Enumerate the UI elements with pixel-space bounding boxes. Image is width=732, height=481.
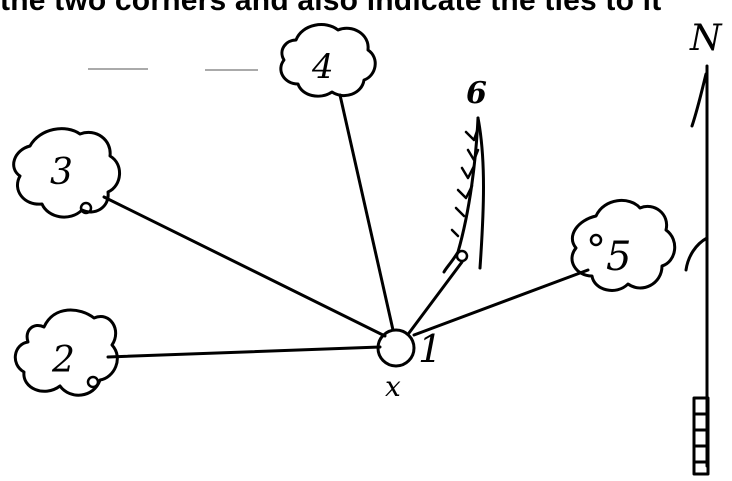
station-mark: x	[385, 370, 401, 403]
tree-2-icon: 2	[13, 308, 119, 397]
label-6: 6	[466, 76, 487, 111]
tree-3-icon: 3	[12, 127, 121, 219]
station-1-icon: 1 x	[376, 327, 442, 403]
label-2: 2	[51, 340, 75, 381]
tie-line-4	[338, 93, 395, 332]
tie-lines	[102, 93, 590, 359]
caption-text: the two corners and also indicate the ti…	[0, 0, 662, 17]
hedge-6-icon: 6	[442, 76, 487, 274]
label-4: 4	[311, 47, 334, 87]
station-label: 1	[418, 327, 442, 371]
label-3: 3	[50, 152, 73, 193]
tie-line-6	[407, 260, 464, 335]
hatched-box-icon	[692, 396, 710, 476]
north-label: N	[689, 18, 723, 59]
tree-4-icon: 4	[279, 23, 377, 98]
tree-5-icon: 5	[570, 199, 677, 292]
label-5: 5	[606, 234, 631, 280]
tie-line-3	[102, 195, 387, 338]
tie-line-5	[412, 268, 590, 337]
tie-line-2	[106, 345, 382, 359]
scan-artifact-dashes	[88, 68, 258, 71]
